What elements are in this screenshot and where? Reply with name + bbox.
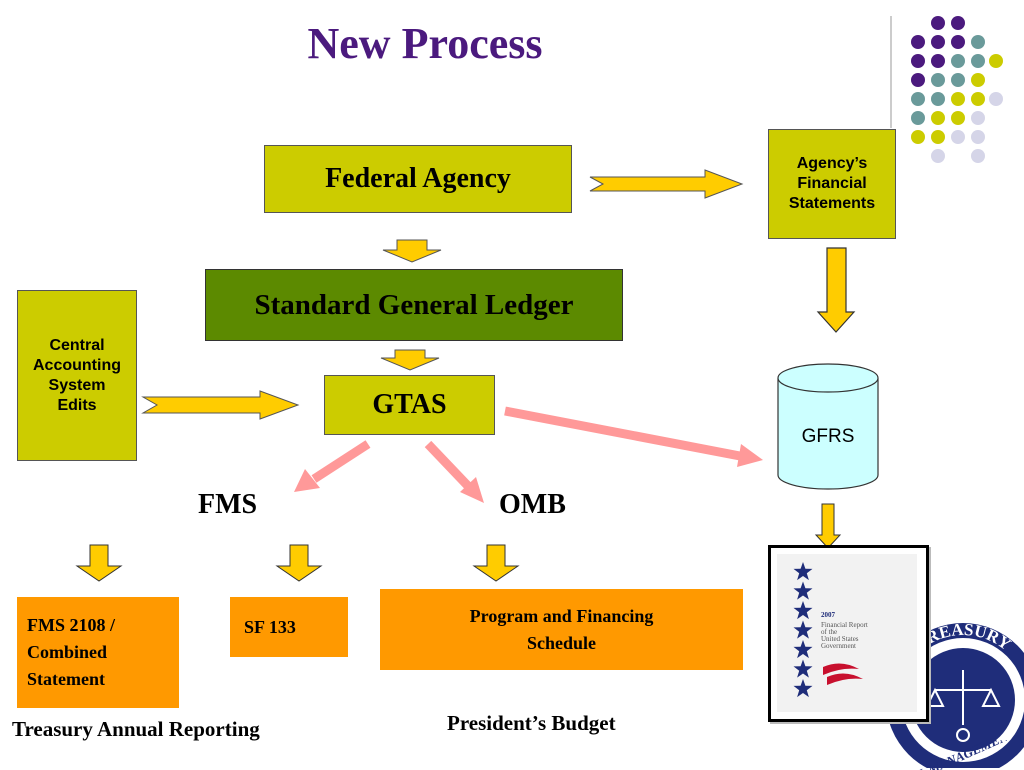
page-title: New Process	[307, 19, 543, 68]
pink-arrow-gtas-to-omb	[424, 440, 484, 503]
decorative-dot	[951, 54, 965, 68]
report-title-line: Financial Report	[821, 621, 868, 629]
seal-bottom-text-wrap: L MANAGEMENT SERVICE	[890, 740, 1024, 770]
gtas-label: GTAS	[372, 389, 447, 420]
sgl-label: Standard General Ledger	[254, 288, 574, 321]
program-financing-line: Program and Financing	[469, 606, 654, 626]
decorative-dot	[911, 73, 925, 87]
decorative-dot	[931, 35, 945, 49]
arrow-agency-to-sgl	[382, 239, 442, 263]
decorative-dot	[931, 16, 945, 30]
arrow-to-sf133	[275, 544, 323, 582]
agency-fs-line: Financial	[797, 175, 867, 192]
decorative-dot	[931, 54, 945, 68]
decorative-dot	[951, 73, 965, 87]
decorative-dot	[971, 92, 985, 106]
arrow-central-to-gtas	[141, 390, 300, 420]
arrow-sgl-to-gtas	[380, 349, 440, 371]
report-title-line: Government	[821, 642, 856, 650]
presidents-budget-label: President’s Budget	[447, 711, 616, 735]
decorative-dot	[931, 149, 945, 163]
arrow-to-fms2108	[75, 544, 123, 582]
arrow-statements-to-gfrs	[816, 247, 856, 333]
decorative-dot	[911, 111, 925, 125]
star-icon	[793, 601, 813, 620]
arrow-to-program-financing	[472, 544, 520, 582]
star-icon	[793, 562, 813, 581]
agency-fs-line: Statements	[788, 195, 876, 212]
decorative-dot	[989, 54, 1003, 68]
decorative-dot	[911, 35, 925, 49]
report-stars	[793, 562, 863, 698]
sf133-label: SF 133	[244, 616, 296, 637]
dot-grid	[911, 16, 1003, 163]
treasury-annual-reporting-label: Treasury Annual Reporting	[12, 717, 260, 741]
seal-bottom-text: L MANAGEMENT SERVICE	[916, 740, 1024, 770]
agency-financial-statements-box: Agency’s Financial Statements	[768, 129, 896, 239]
decorative-dot	[951, 130, 965, 144]
arrow-agency-to-statements	[589, 169, 744, 199]
federal-agency-label: Federal Agency	[325, 163, 511, 194]
decorative-dot	[971, 111, 985, 125]
central-accounting-box: Central Accounting System Edits	[17, 290, 137, 461]
decorative-dot	[911, 92, 925, 106]
star-icon	[793, 581, 813, 600]
agency-fs-line: Agency’s	[796, 155, 868, 172]
sf133-box: SF 133	[230, 597, 348, 657]
star-icon	[793, 640, 813, 659]
report-year: 2007	[821, 611, 835, 619]
report-title: Financial Report of the United States Go…	[821, 622, 868, 650]
program-financing-box: Program and Financing Schedule	[380, 589, 743, 670]
decorative-dot	[951, 111, 965, 125]
financial-report-cover: 2007 Financial Report of the United Stat…	[768, 545, 929, 722]
report-title-line: of the	[821, 628, 838, 636]
decorative-dot	[951, 16, 965, 30]
federal-agency-box: Federal Agency	[264, 145, 572, 213]
fms2108-box: FMS 2108 / Combined Statement	[17, 597, 179, 708]
program-financing-line: Schedule	[526, 633, 596, 653]
decorative-dot	[931, 73, 945, 87]
decorative-dot	[931, 130, 945, 144]
decorative-dot	[931, 92, 945, 106]
gtas-box: GTAS	[324, 375, 495, 435]
fms2108-line: FMS 2108 /	[27, 615, 115, 635]
omb-label: OMB	[499, 489, 566, 520]
decorative-dot	[971, 54, 985, 68]
decorative-dot	[971, 130, 985, 144]
star-icon	[793, 659, 813, 678]
decorative-dot	[951, 92, 965, 106]
decorative-dot	[911, 54, 925, 68]
central-accounting-line: Edits	[57, 396, 97, 414]
decorative-dot	[951, 35, 965, 49]
pink-arrow-gtas-to-fms	[294, 440, 371, 492]
central-accounting-line: Central	[49, 336, 105, 354]
pink-arrow-gtas-to-gfrs	[504, 406, 763, 467]
decorative-dot	[931, 111, 945, 125]
decorative-dot	[971, 73, 985, 87]
central-accounting-line: System	[48, 376, 106, 394]
sgl-box: Standard General Ledger	[205, 269, 623, 341]
arrow-gfrs-to-report	[814, 503, 842, 549]
decorative-dot	[989, 92, 1003, 106]
star-icon	[793, 679, 813, 698]
fms2108-line: Statement	[27, 669, 105, 689]
report-title-line: United States	[821, 635, 859, 643]
decorative-dot	[971, 149, 985, 163]
gfrs-label: GFRS	[801, 426, 855, 447]
fms-label: FMS	[198, 489, 258, 520]
star-icon	[793, 620, 813, 639]
central-accounting-line: Accounting	[33, 356, 121, 374]
fms2108-line: Combined	[27, 642, 108, 662]
decorative-dot	[971, 35, 985, 49]
decorative-dot	[911, 130, 925, 144]
